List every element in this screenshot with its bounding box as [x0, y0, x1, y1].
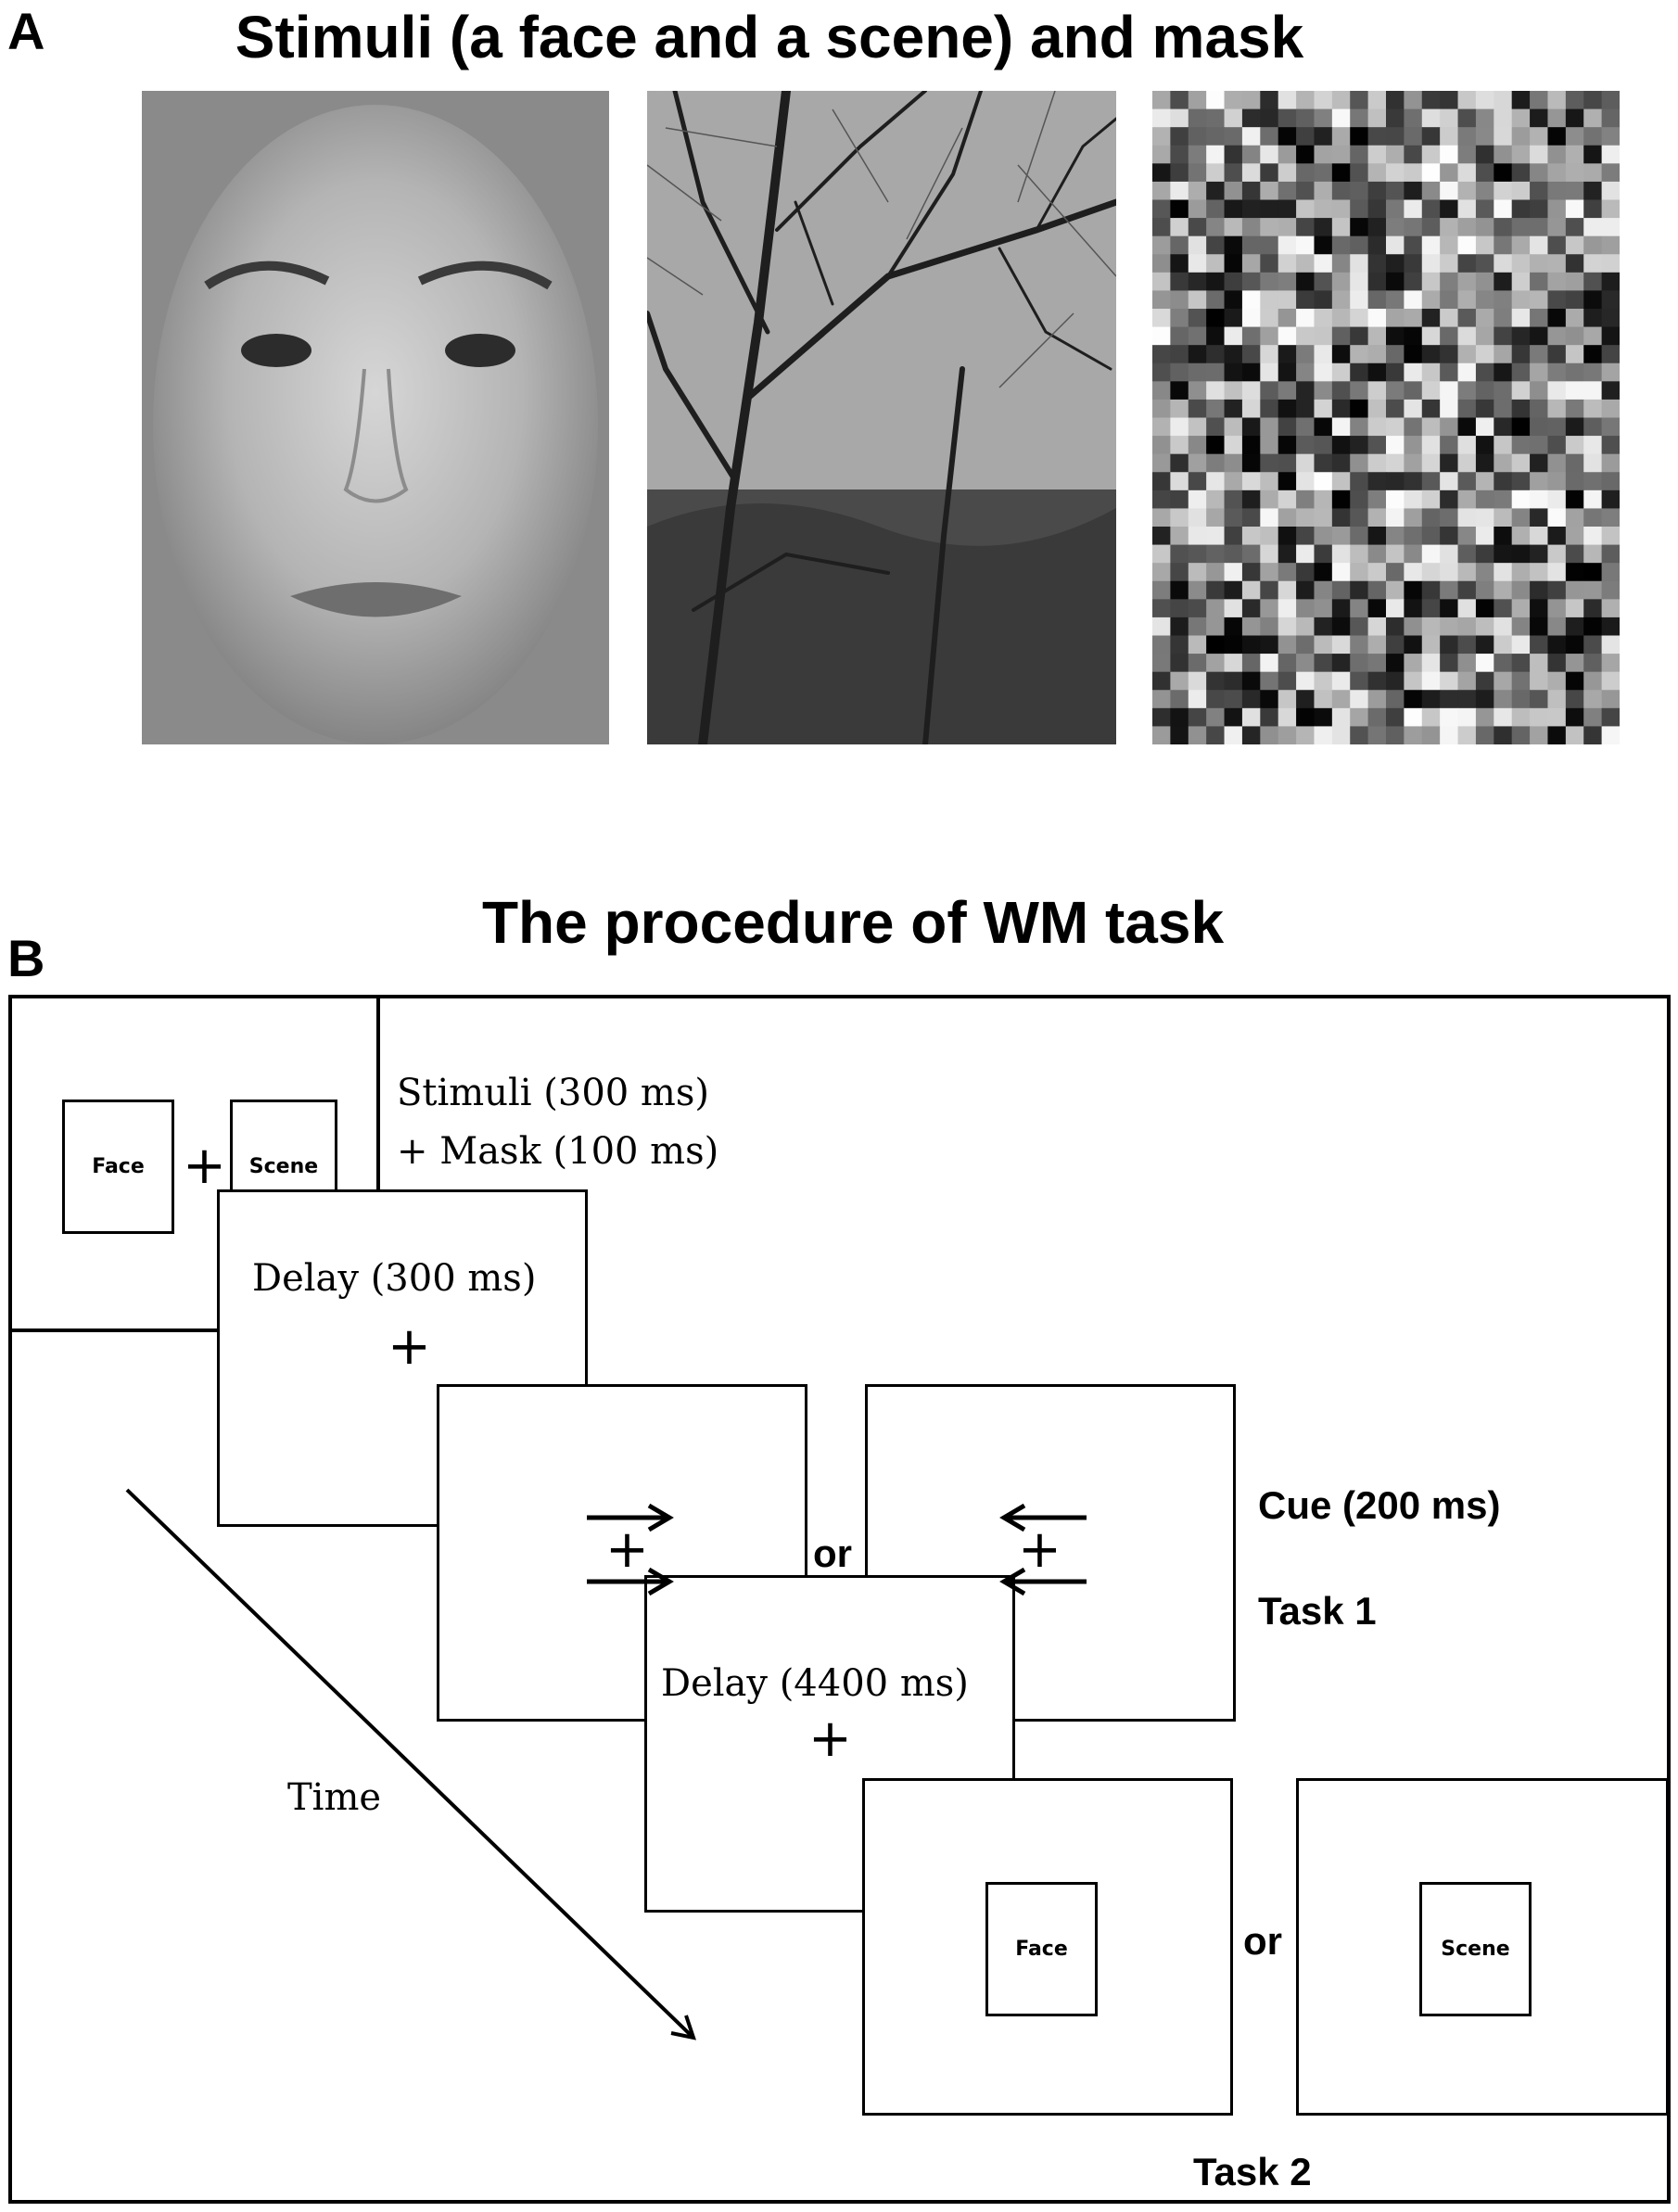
face-image — [142, 91, 609, 744]
time-label: Time — [287, 1776, 382, 1819]
tree-scene-image — [647, 91, 1116, 744]
probe-or-label: or — [1243, 1919, 1282, 1963]
fixation-cross: + — [808, 1709, 852, 1769]
stimuli-duration-label: Stimuli (300 ms) — [397, 1072, 709, 1114]
panel-a-letter: A — [7, 2, 45, 60]
cue-duration-label: Cue (200 ms) — [1258, 1483, 1501, 1527]
task-2-label: Task 2 — [1193, 2150, 1312, 2193]
right-arrow-icon — [587, 1503, 674, 1596]
panel-a-title: Stimuli (a face and a scene) and mask — [235, 4, 1304, 70]
procedure-frame — [8, 995, 1671, 2204]
panel-b-letter: B — [7, 929, 45, 987]
fixation-cross: + — [183, 1136, 226, 1196]
left-arrow-icon — [999, 1503, 1087, 1596]
fixation-cross: + — [388, 1316, 431, 1377]
face-stimulus-box: Face — [62, 1100, 174, 1234]
fixation-cross: + — [1018, 1519, 1061, 1580]
mask-duration-label: + Mask (100 ms) — [397, 1130, 719, 1173]
cue-or-label: or — [813, 1532, 852, 1575]
face-probe-box: Face — [985, 1882, 1098, 2016]
task-1-label: Task 1 — [1258, 1589, 1377, 1633]
fixation-cross: + — [605, 1519, 649, 1580]
delay-2-label: Delay (4400 ms) — [661, 1662, 969, 1705]
panel-b-title: The procedure of WM task — [481, 889, 1225, 956]
delay-1-label: Delay (300 ms) — [252, 1257, 537, 1300]
time-arrow-icon — [125, 1488, 696, 2040]
scene-probe-box: Scene — [1419, 1882, 1532, 2016]
noise-mask-image — [1152, 91, 1620, 744]
